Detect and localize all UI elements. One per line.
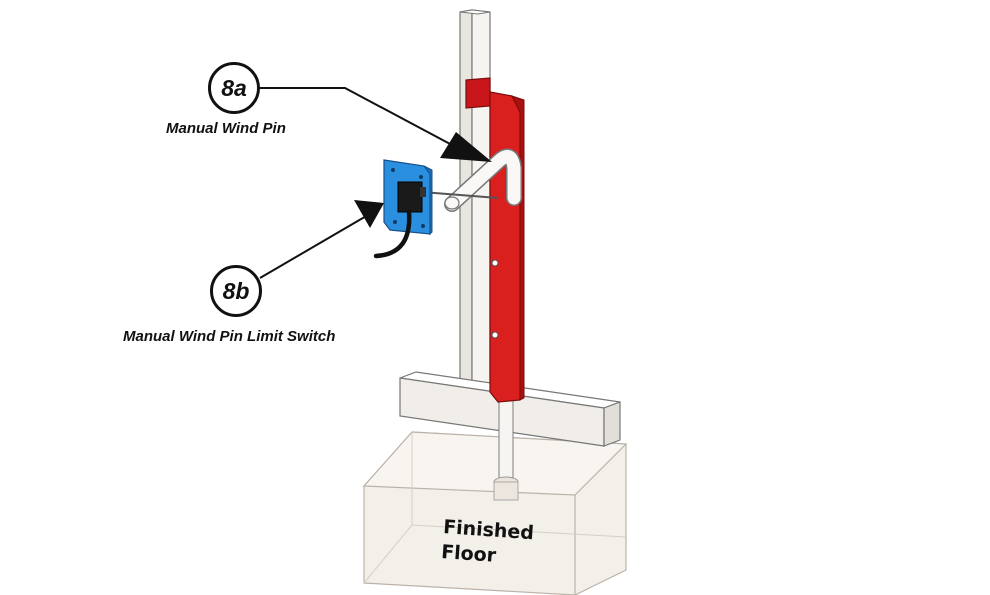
callout-8b-number: 8b (222, 277, 250, 304)
finished-floor-label-line2: Floor (440, 541, 497, 567)
limit-switch-bracket (383, 159, 433, 236)
callout-8a-circle: 8a (208, 62, 260, 114)
vertical-post (459, 9, 491, 399)
leader-8a (258, 87, 492, 162)
pin-rod (493, 397, 519, 501)
switch-plunger (421, 191, 499, 199)
finished-floor-block (362, 431, 628, 595)
callout-8a-number: 8a (221, 74, 247, 101)
switch-cable (373, 209, 412, 259)
callout-8b-circle: 8b (210, 265, 262, 317)
leader-8b (259, 200, 384, 279)
callout-8b-caption: Manual Wind Pin Limit Switch (123, 328, 336, 345)
manual-wind-pin-handle (444, 148, 522, 212)
callout-8a-caption: Manual Wind Pin (166, 120, 286, 137)
